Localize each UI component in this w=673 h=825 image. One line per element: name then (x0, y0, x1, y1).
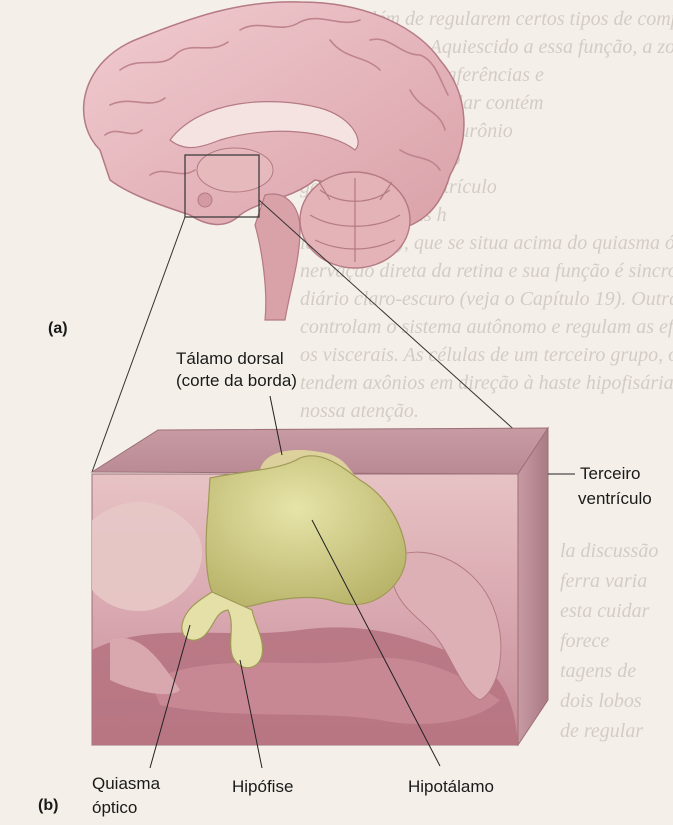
panel-a-label: (a) (48, 318, 68, 339)
brain-sagittal-view (84, 2, 464, 320)
cerebellum (300, 172, 410, 268)
optic-chiasm-label-line1: Quiasma (92, 773, 160, 794)
optic-chiasm-label-line2: óptico (92, 797, 137, 818)
cross-section-block (92, 428, 548, 745)
panel-b-label: (b) (38, 795, 58, 816)
thalamus-label-line2: (corte da borda) (176, 370, 297, 391)
brainstem (255, 194, 300, 320)
third-ventricle-label-line1: Terceiro (580, 463, 640, 484)
third-ventricle-label-line2: ventrículo (578, 488, 652, 509)
hypothalamus-label: Hipotálamo (408, 776, 494, 797)
pituitary-label: Hipófise (232, 776, 293, 797)
thalamus-label-line1: Tálamo dorsal (176, 348, 284, 369)
